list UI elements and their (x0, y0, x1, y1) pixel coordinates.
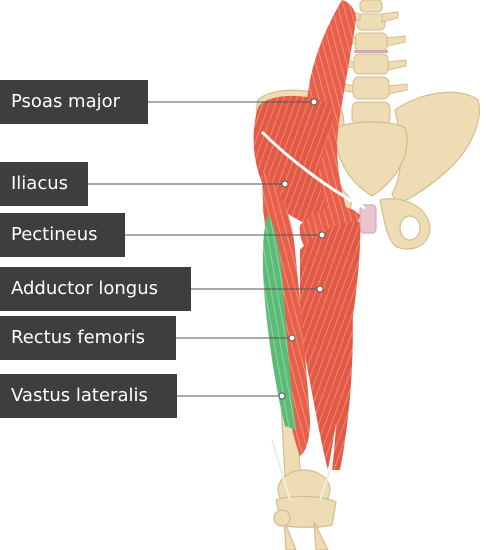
label-psoas-major: Psoas major (0, 80, 148, 124)
label-vastus-lateralis: Vastus lateralis (0, 374, 177, 418)
label-rectus-femoris: Rectus femoris (0, 316, 176, 360)
dot-adductor-longus (316, 285, 324, 293)
label-iliacus: Iliacus (0, 162, 88, 206)
tendons (271, 439, 331, 501)
dot-vastus-lateralis (278, 392, 286, 400)
muscles (253, 0, 366, 501)
dot-iliacus (281, 180, 289, 188)
label-pectineus: Pectineus (0, 213, 125, 257)
sartorius-muscle (318, 230, 353, 470)
intervertebral-discs (354, 50, 388, 53)
pointer-dots (278, 98, 326, 400)
leader-lines (88, 101, 320, 397)
dot-psoas-major (310, 98, 318, 106)
vastus-lateralis-muscle (262, 215, 296, 430)
label-adductor-longus: Adductor longus (0, 267, 191, 311)
dot-rectus-femoris (288, 334, 296, 342)
knee (273, 469, 337, 550)
inguinal-ligament (260, 130, 366, 210)
vertebral-column (337, 0, 408, 125)
dot-pectineus (318, 231, 326, 239)
